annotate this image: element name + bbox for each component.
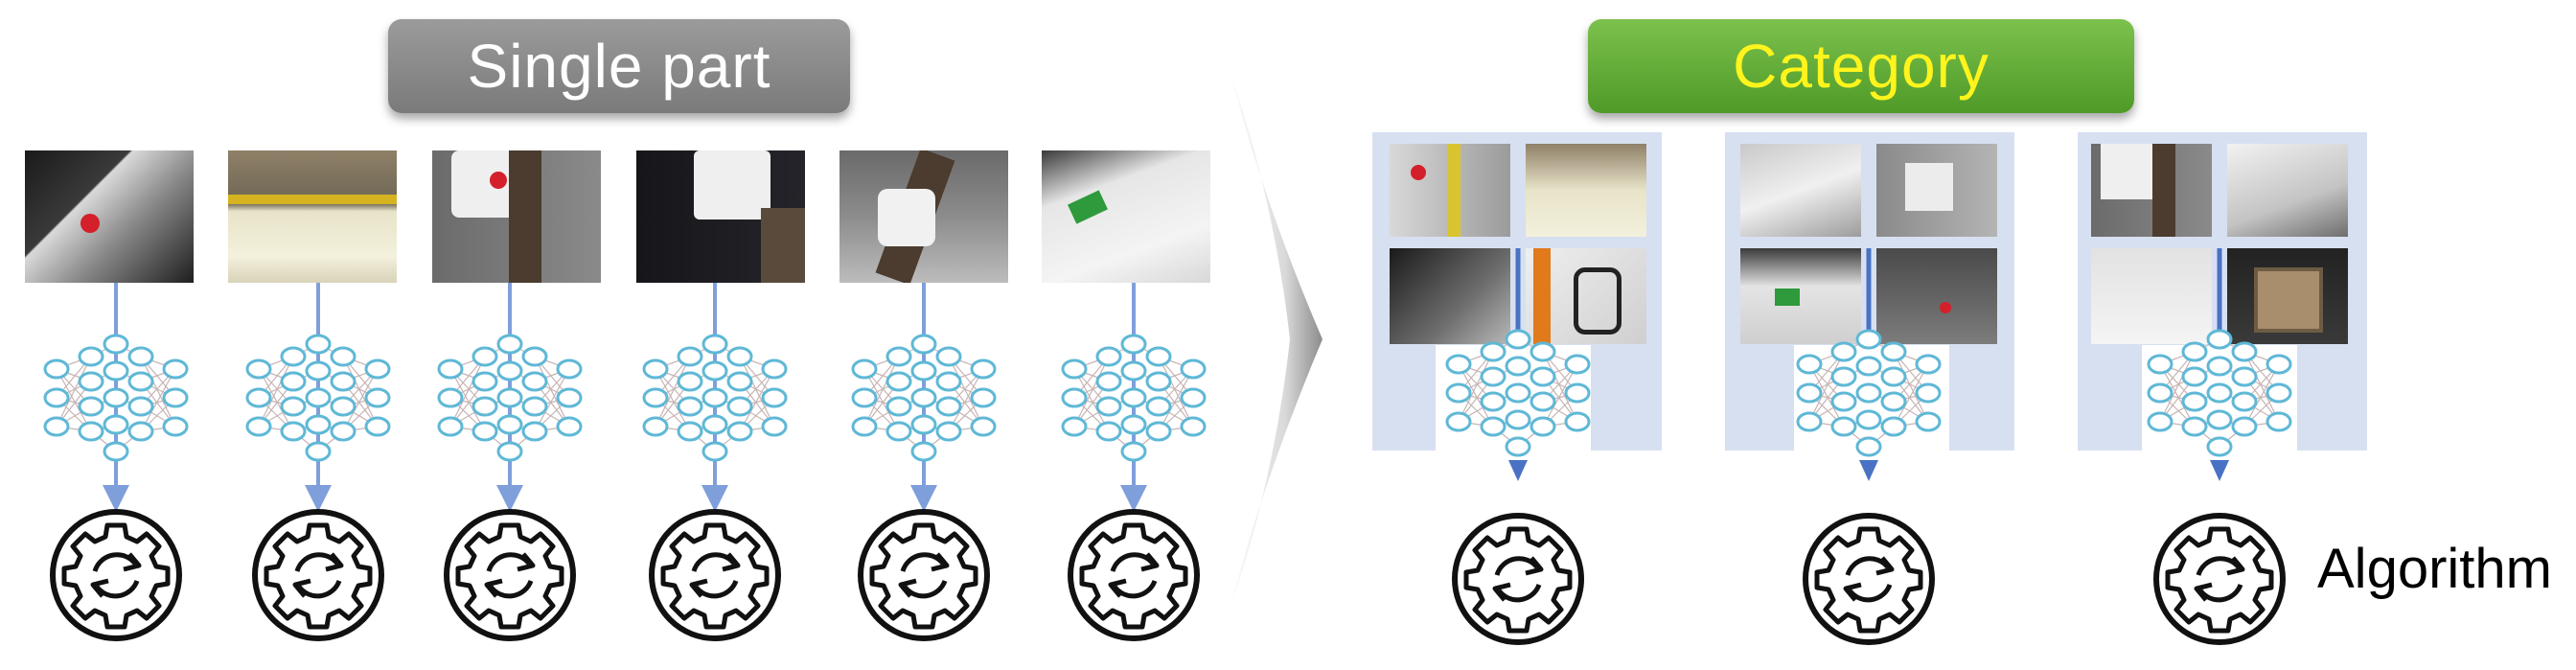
cat2-photo-1 xyxy=(1740,144,1861,237)
gear-sync-icon xyxy=(861,512,987,638)
part-photo-6 xyxy=(1042,150,1210,283)
cat1-photo-1 xyxy=(1390,144,1510,237)
single-part-label: Single part xyxy=(388,19,850,113)
neural-network-icon xyxy=(245,334,391,462)
part-photo-5 xyxy=(840,150,1008,283)
neural-network-icon xyxy=(1445,329,1591,457)
chevron-arrow-icon xyxy=(1229,67,1322,613)
cat2-photo-3 xyxy=(1740,248,1861,344)
gear-sync-icon xyxy=(652,512,778,638)
cat3-photo-4 xyxy=(2227,248,2348,344)
cat1-photo-3 xyxy=(1390,248,1510,344)
cat2-photo-4 xyxy=(1876,248,1997,344)
part-photo-2 xyxy=(228,150,397,283)
part-photo-3 xyxy=(432,150,601,283)
cat3-photo-1 xyxy=(2091,144,2212,237)
part-photo-1 xyxy=(25,150,194,283)
neural-network-icon xyxy=(437,334,583,462)
gear-sync-icon xyxy=(2156,516,2283,642)
neural-network-icon xyxy=(1061,334,1207,462)
part-photo-4 xyxy=(636,150,805,283)
algorithm-label: Algorithm xyxy=(2317,538,2552,600)
neural-network-icon xyxy=(851,334,997,462)
cat3-photo-3 xyxy=(2091,248,2212,344)
cat1-photo-2 xyxy=(1526,144,1646,237)
neural-network-icon xyxy=(1796,329,1942,457)
cat3-photo-2 xyxy=(2227,144,2348,237)
gear-sync-icon xyxy=(1806,516,1932,642)
gear-sync-icon xyxy=(1455,516,1581,642)
gear-sync-icon xyxy=(1070,512,1197,638)
gear-sync-icon xyxy=(255,512,381,638)
gear-sync-icon xyxy=(447,512,573,638)
cat1-photo-4 xyxy=(1526,248,1646,344)
neural-network-icon xyxy=(43,334,189,462)
cat2-photo-2 xyxy=(1876,144,1997,237)
category-label: Category xyxy=(1588,19,2134,113)
gear-sync-icon xyxy=(53,512,179,638)
neural-network-icon xyxy=(642,334,788,462)
neural-network-icon xyxy=(2147,329,2292,457)
